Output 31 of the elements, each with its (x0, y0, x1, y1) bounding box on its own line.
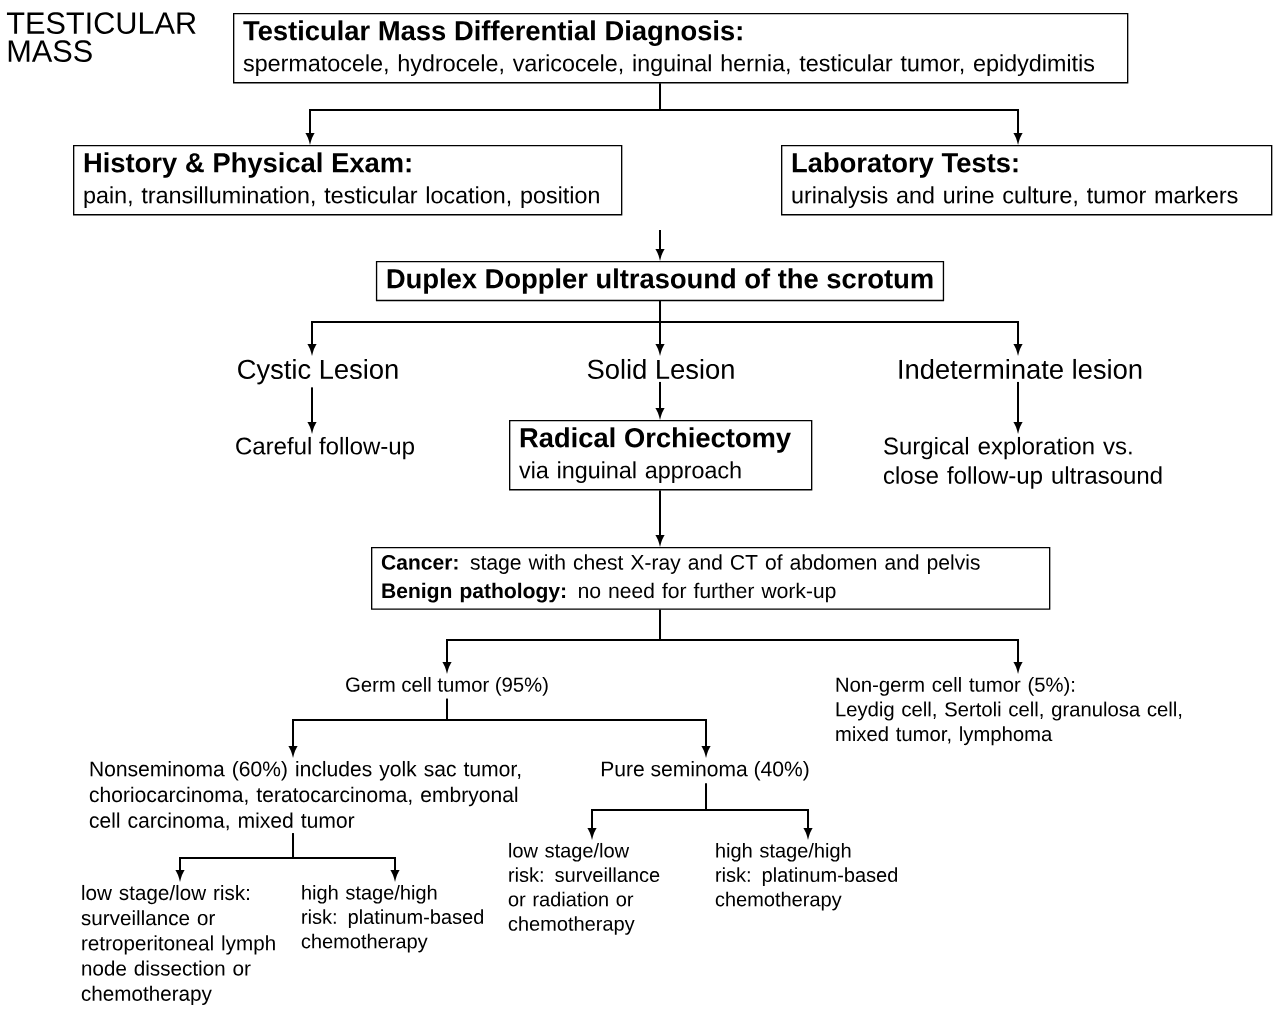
step-text: Careful follow-up (236, 436, 414, 460)
arrow (659, 608, 1022, 671)
step-text: Non-germ cell tumor (5%): Leydig cell, Sertoli cell, granulosa cell, mixed tumor, lymphoma (836, 676, 1182, 746)
arrow (1014, 380, 1022, 431)
step-text: Solid Lesion (587, 358, 734, 379)
step-text: Germ cell tumor (95%) (346, 676, 548, 696)
title: TESTICULAR MASS (6, 12, 196, 62)
arrow (308, 386, 316, 431)
step-text: Nonseminoma (60%) includes yolk sac tumor, choriocarcinoma, teratocarcinoma, embryonal cell carcinoma, mixed tumor (89, 760, 521, 831)
arrow (656, 229, 664, 258)
arrow (446, 697, 710, 755)
step-text: Pure seminoma (40%) (601, 760, 809, 781)
arrow (656, 489, 664, 544)
step-text: high stage/high risk: platinum-based chemotherapy (715, 842, 898, 911)
process-box: Cancer: stage with chest X-ray and CT of abdomen and pelvis Benign pathology: no need for further work-up (371, 547, 1051, 610)
process-box: Testicular Mass Differential Diagnosis: spermatocele, hydrocele, varicocele, inguinal hernia, testicular tumor, epidydimitis (233, 13, 1129, 84)
step-text: high stage/high risk: platinum-based chemotherapy (301, 884, 484, 953)
process-box: Radical Orchiectomy via inguinal approach (509, 420, 813, 491)
step-text: Cystic Lesion (238, 358, 398, 385)
step-text: Indeterminate lesion (899, 358, 1142, 379)
process-box: Laboratory Tests: urinalysis and urine culture, tumor markers (781, 145, 1273, 216)
arrow (292, 832, 399, 879)
step-text: Surgical exploration vs. close follow-up ultrasound (883, 436, 1162, 489)
process-box: Duplex Doppler ultrasound of the scrotum (375, 261, 945, 302)
arrow (656, 380, 664, 417)
process-box: History & Physical Exam: pain, transillumination, testicular location, position (73, 145, 623, 216)
arrow (705, 782, 812, 837)
step-text: low stage/low risk: surveillance or radiation or chemotherapy (508, 842, 660, 935)
arrow (659, 300, 1022, 353)
arrow (659, 82, 1022, 142)
step-text: low stage/low risk: surveillance or retroperitoneal lymph node dissection or chemotherapy (81, 884, 275, 1005)
